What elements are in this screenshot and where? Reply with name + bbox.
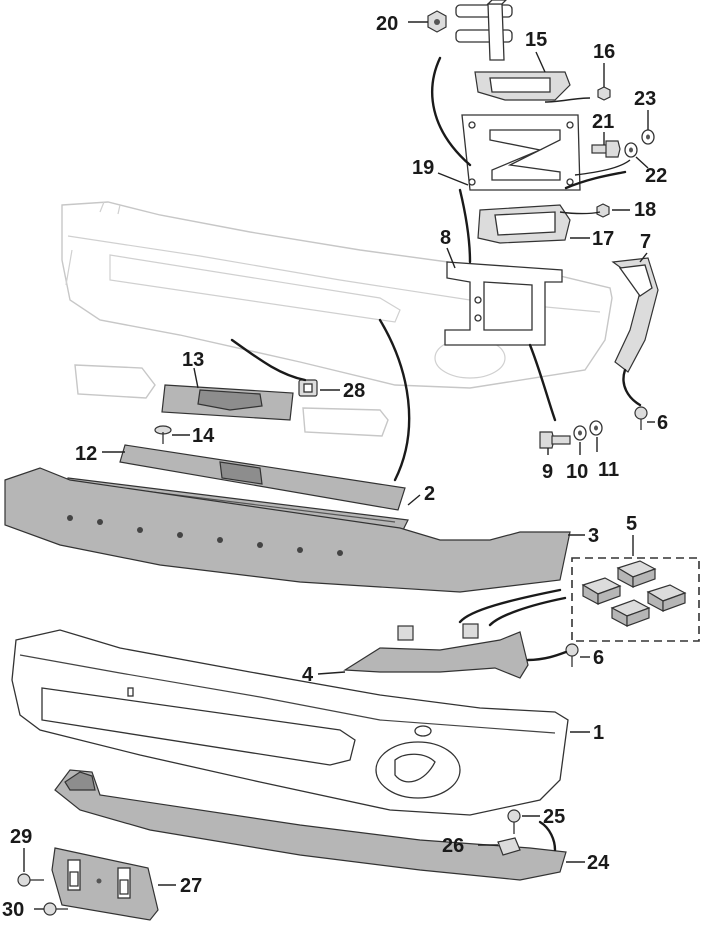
part-6-screw-lower: [565, 643, 579, 667]
part-27-license-bracket: [51, 847, 159, 921]
callout-29: 29: [10, 826, 32, 848]
part-23-washer: [641, 129, 655, 145]
part-6-screw-upper: [634, 406, 648, 430]
part-20-u-bolt-nut: [427, 0, 513, 61]
callout-2: 2: [424, 483, 435, 505]
callout-20: 20: [376, 13, 398, 35]
callout-26: 26: [442, 835, 464, 857]
part-26-clip: [497, 837, 521, 856]
callout-25: 25: [543, 806, 565, 828]
part-29-screw: [17, 873, 44, 887]
part-10-washer: [573, 425, 587, 441]
callout-17: 17: [592, 228, 614, 250]
part-14-push-pin: [154, 425, 172, 444]
callout-21: 21: [592, 111, 614, 133]
callout-6-upper: 6: [657, 412, 668, 434]
callout-22: 22: [645, 165, 667, 187]
callout-8: 8: [440, 227, 451, 249]
part-3-valance: [4, 467, 571, 593]
part-11-washer: [589, 420, 603, 436]
part-13-center-grille: [161, 384, 294, 421]
callout-6-lower: 6: [593, 647, 604, 669]
callout-5: 5: [626, 513, 637, 535]
part-15-upper-bracket: [474, 71, 591, 103]
part-22-washer: [624, 142, 638, 158]
callout-27: 27: [180, 875, 202, 897]
callout-15: 15: [525, 29, 547, 51]
part-1-front-bumper: [11, 629, 569, 816]
callout-19: 19: [412, 157, 434, 179]
part-16-nut: [597, 86, 611, 101]
part-21-bolt: [591, 140, 621, 158]
assembly-curves: [230, 56, 642, 852]
callout-16: 16: [593, 41, 615, 63]
callout-7: 7: [640, 231, 651, 253]
callout-24: 24: [587, 852, 610, 874]
callout-4: 4: [302, 664, 314, 686]
callout-23: 23: [634, 88, 656, 110]
callout-14: 14: [192, 425, 215, 447]
callout-10: 10: [566, 461, 588, 483]
part-12-grille: [119, 444, 406, 511]
part-5-pad-kit: [571, 557, 700, 642]
callout-3: 3: [588, 525, 599, 547]
part-9-bolt: [539, 431, 571, 449]
part-24-lower-valance: [54, 769, 567, 881]
callout-1: 1: [593, 722, 604, 744]
part-18-nut: [596, 203, 610, 218]
part-7-right-end-bracket: [611, 257, 659, 373]
callout-30: 30: [2, 899, 24, 921]
part-28-clip: [298, 379, 318, 397]
part-8-side-bracket: [444, 261, 563, 346]
callout-numbers: 20 15 16 23 21 22 19 18 17 8 7 28 13 14 …: [2, 13, 668, 921]
callout-18: 18: [634, 199, 656, 221]
part-4-inner-bracket: [343, 623, 529, 679]
callout-leaders: [23, 21, 655, 910]
callout-28: 28: [343, 380, 365, 402]
callout-9: 9: [542, 461, 553, 483]
callout-13: 13: [182, 349, 204, 371]
callout-12: 12: [75, 443, 97, 465]
part-25-screw: [507, 809, 521, 834]
part-19-mount-bracket: [461, 114, 631, 191]
fog-trim-pieces: [74, 364, 389, 437]
callout-11: 11: [598, 459, 619, 481]
part-17-lower-bracket: [477, 204, 601, 244]
